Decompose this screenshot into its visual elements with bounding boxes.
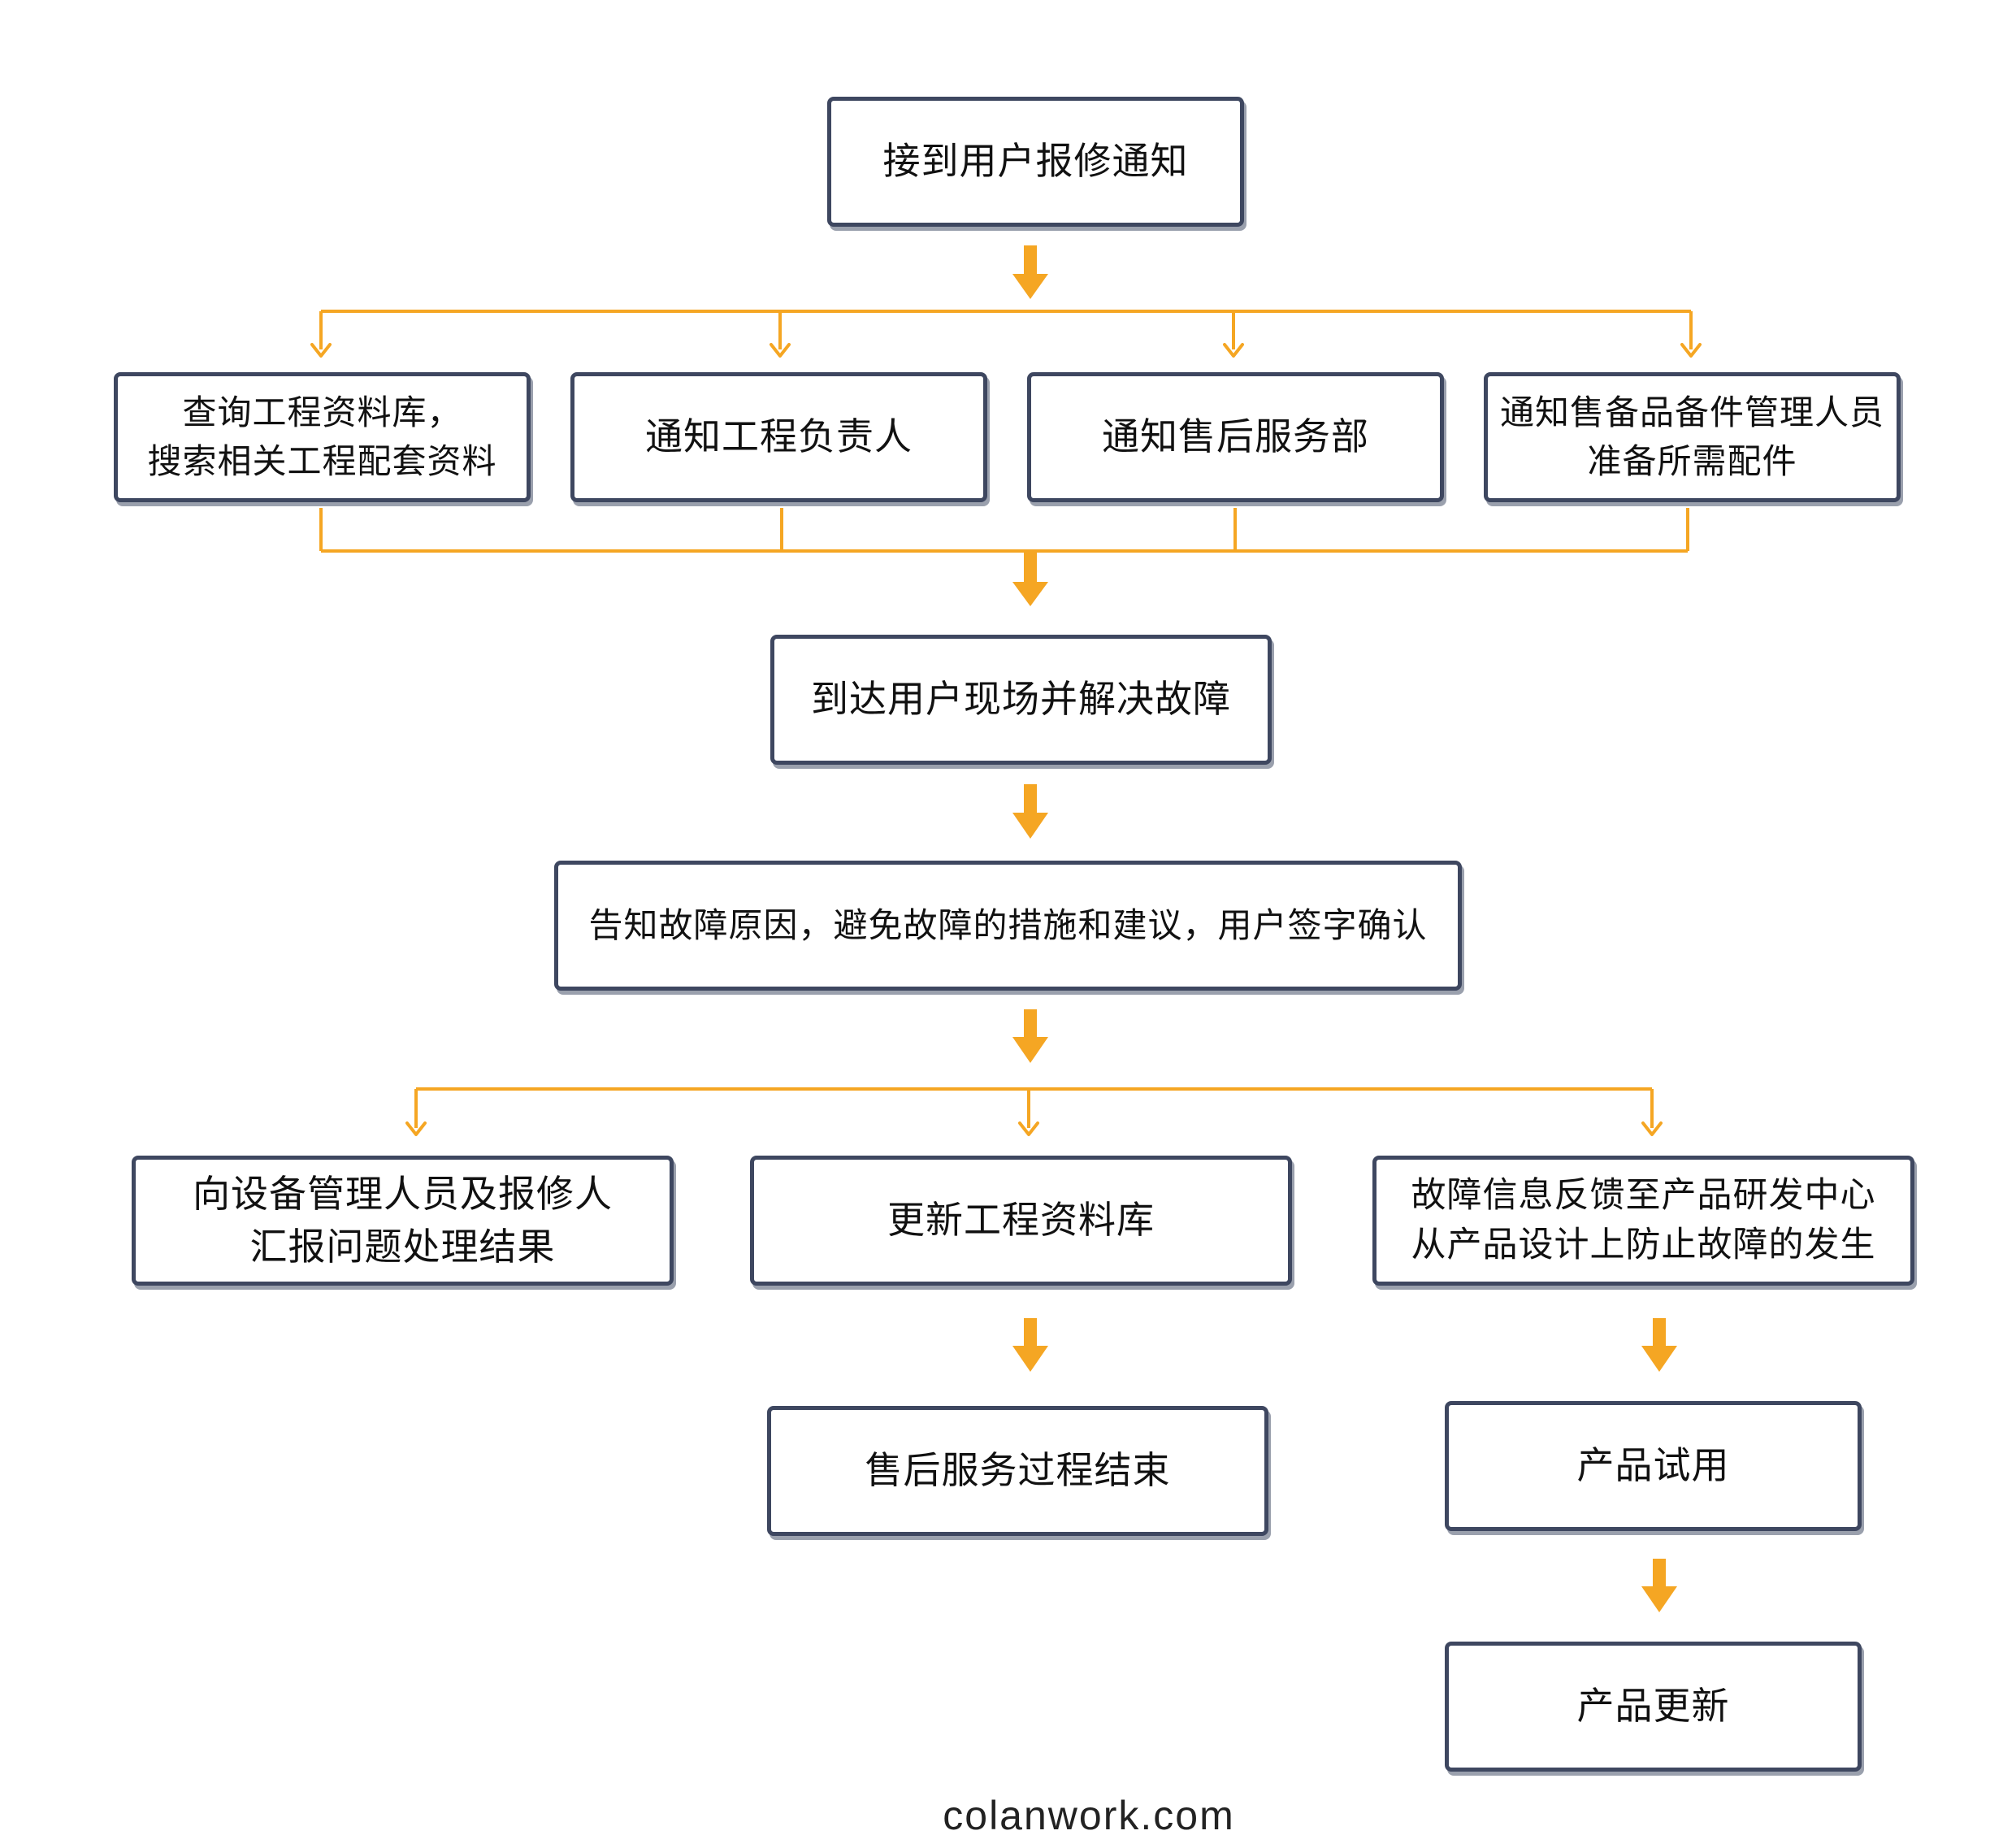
node-text: 产品试用	[1576, 1443, 1730, 1488]
thin-arrowhead-3	[1223, 343, 1244, 358]
thin-arrowhead-1	[310, 343, 332, 358]
node-onsite-fix: 到达用户现场并解决故障	[770, 635, 1272, 765]
thin-arrowhead-6	[1018, 1121, 1039, 1136]
thick-arrow-1	[1012, 245, 1048, 299]
node-text: 接到用户报修通知	[882, 139, 1189, 184]
node-inform-user: 告知故障原因，避免故障的措施和建议，用户签字确认	[554, 861, 1462, 991]
node-text: 告知故障原因，避免故障的措施和建议，用户签字确认	[588, 905, 1428, 946]
node-text: 产品更新	[1576, 1684, 1730, 1729]
thick-arrow-7	[1641, 1559, 1677, 1612]
node-text: 准备所需配件	[1587, 441, 1797, 481]
node-text: 查询工程资料库，	[182, 393, 462, 433]
node-text: 通知售后服务部	[1102, 414, 1369, 459]
node-text: 从产品设计上防止故障的发生	[1411, 1225, 1876, 1265]
node-report-result: 向设备管理人员及报修人 汇报问题处理结果	[132, 1156, 674, 1286]
thick-arrow-2	[1012, 551, 1048, 606]
node-text: 售后服务过程结束	[865, 1448, 1171, 1493]
node-product-trial: 产品试用	[1445, 1401, 1862, 1531]
thick-arrow-4	[1012, 1009, 1048, 1063]
node-text: 通知工程负责人	[645, 414, 913, 459]
thin-arrowhead-7	[1641, 1121, 1663, 1136]
node-text: 汇报问题处理结果	[249, 1225, 556, 1269]
node-notify-service: 通知售后服务部	[1027, 372, 1444, 502]
node-notify-parts: 通知售备品备件管理人员 准备所需配件	[1484, 372, 1901, 502]
node-feedback-rnd: 故障信息反馈至产品研发中心 从产品设计上防止故障的发生	[1372, 1156, 1914, 1286]
thick-arrow-5	[1012, 1318, 1048, 1372]
thick-arrow-3	[1012, 784, 1048, 839]
node-product-update: 产品更新	[1445, 1642, 1862, 1772]
node-text: 搜索相关工程配套资料	[147, 441, 497, 481]
node-text: 向设备管理人员及报修人	[193, 1171, 613, 1216]
node-update-database: 更新工程资料库	[750, 1156, 1292, 1286]
node-text: 故障信息反馈至产品研发中心	[1411, 1174, 1876, 1216]
node-query-database: 查询工程资料库， 搜索相关工程配套资料	[114, 372, 531, 502]
node-text: 到达用户现场并解决故障	[811, 677, 1231, 722]
thick-arrow-6	[1641, 1318, 1677, 1372]
node-receive-notice: 接到用户报修通知	[827, 97, 1244, 227]
node-text: 更新工程资料库	[887, 1198, 1155, 1243]
footer-watermark: colanwork.com	[943, 1793, 1235, 1838]
thin-arrowhead-4	[1680, 343, 1702, 358]
node-service-end: 售后服务过程结束	[767, 1406, 1268, 1536]
thin-arrowhead-5	[405, 1121, 427, 1136]
node-notify-engineer: 通知工程负责人	[570, 372, 987, 502]
thin-arrowhead-2	[770, 343, 791, 358]
node-text: 通知售备品备件管理人员	[1499, 393, 1884, 433]
